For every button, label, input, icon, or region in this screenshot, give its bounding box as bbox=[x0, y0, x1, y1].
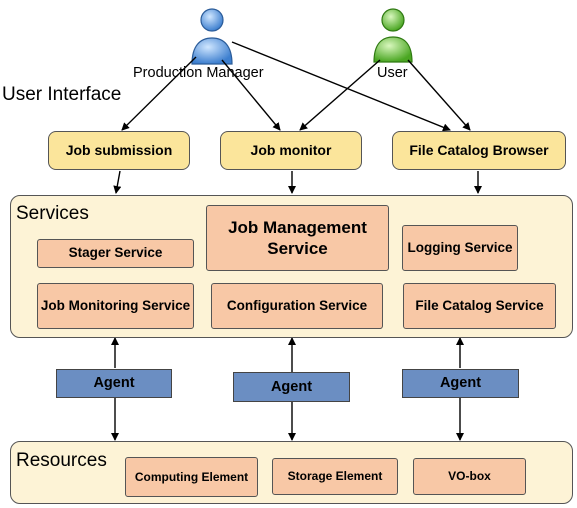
job-submission-box: Job submission bbox=[48, 131, 190, 170]
configuration-service-box: Configuration Service bbox=[211, 283, 383, 329]
agent-box: Agent bbox=[56, 369, 172, 398]
file-catalog-service-box: File Catalog Service bbox=[403, 283, 556, 329]
user-label: User bbox=[377, 65, 408, 81]
production-manager-icon bbox=[191, 8, 233, 65]
resources-heading: Resources bbox=[16, 450, 107, 471]
user-icon bbox=[373, 8, 413, 63]
agent-box: Agent bbox=[233, 372, 350, 402]
file-catalog-browser-box: File Catalog Browser bbox=[392, 131, 566, 170]
arrow-pm-to-file-catalog-browser bbox=[231, 41, 451, 132]
arrow-job-submission-to-services bbox=[113, 170, 122, 194]
arrow-user-to-job-monitor bbox=[299, 59, 381, 131]
arrow-pm-to-job-monitor bbox=[221, 59, 281, 131]
stager-service-box: Stager Service bbox=[37, 239, 194, 268]
vo-box-box: VO-box bbox=[413, 458, 526, 495]
computing-element-box: Computing Element bbox=[125, 457, 258, 497]
job-monitoring-service-box: Job Monitoring Service bbox=[37, 283, 194, 329]
arrow-pm-to-job-submission bbox=[121, 56, 197, 131]
job-monitor-box: Job monitor bbox=[220, 131, 362, 170]
arrow-user-to-file-catalog-browser bbox=[407, 59, 471, 131]
services-heading: Services bbox=[16, 203, 89, 224]
production-manager-label: Production Manager bbox=[133, 65, 264, 81]
job-management-service-box: Job Management Service bbox=[206, 205, 389, 271]
user-interface-heading: User Interface bbox=[2, 84, 122, 105]
logging-service-box: Logging Service bbox=[402, 225, 518, 271]
storage-element-box: Storage Element bbox=[272, 458, 398, 495]
agent-box: Agent bbox=[402, 369, 519, 398]
